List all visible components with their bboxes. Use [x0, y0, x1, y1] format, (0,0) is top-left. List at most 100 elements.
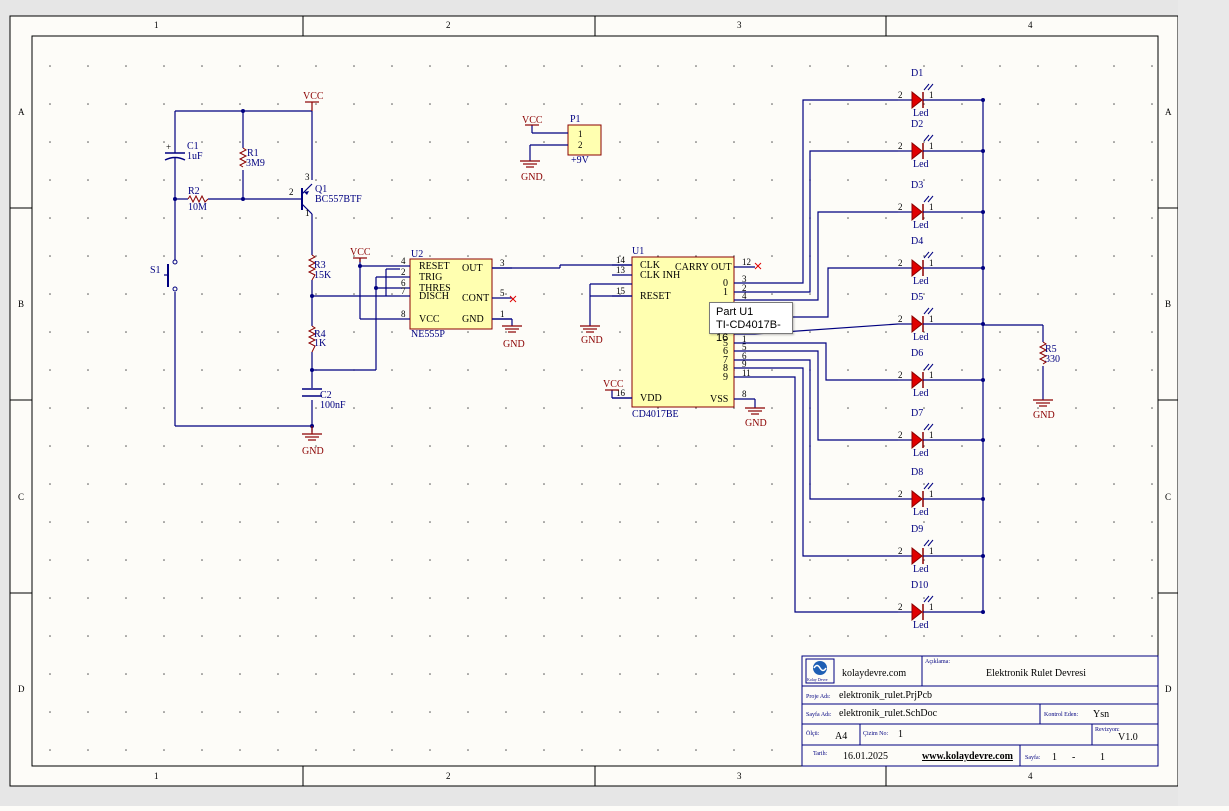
sheet-inner-border	[31, 35, 1159, 767]
led-pin-cathode: 1	[929, 489, 934, 499]
vcc-symbol-p1[interactable]: VCC	[522, 115, 543, 126]
gnd-symbol-r5[interactable]: GND	[1033, 399, 1055, 421]
led-wire	[755, 211, 898, 301]
u1-pin-number: 14	[616, 255, 626, 265]
svg-text:1K: 1K	[314, 338, 327, 349]
u1-pin-number: 13	[616, 265, 626, 275]
gnd-symbol-left[interactable]: GND	[302, 426, 324, 457]
vcc-symbol-u1[interactable]: VCC	[603, 379, 624, 391]
resistor-r4[interactable]: R4 1K	[307, 325, 327, 353]
svg-text:S1: S1	[150, 265, 161, 276]
svg-text:Elektronik Rulet Devresi: Elektronik Rulet Devresi	[986, 668, 1086, 679]
wires-left	[174, 110, 400, 432]
svg-text:1: 1	[1100, 752, 1105, 763]
led-light-rays	[923, 83, 934, 91]
led-pin-cathode: 1	[929, 141, 934, 151]
led-wire	[755, 350, 898, 441]
svg-text:Kolay Devre: Kolay Devre	[807, 677, 828, 682]
capacitor-c1[interactable]: + C1 1uF	[164, 140, 203, 170]
svg-text:3: 3	[305, 172, 310, 182]
vcc-symbol-u2[interactable]: VCC	[350, 247, 371, 262]
zone-row-left: B	[18, 299, 24, 309]
led-value: Led	[913, 564, 929, 575]
zone-row-left: A	[18, 107, 25, 117]
u1-out-pin-number: 2	[742, 283, 747, 293]
svg-text:VSS: VSS	[710, 394, 728, 405]
title-block: Kolay Devre kolaydevre.com Açıklama: Ele…	[801, 655, 1159, 767]
svg-text:10M: 10M	[188, 202, 207, 213]
vcc-symbol-top[interactable]: VCC	[303, 91, 324, 111]
led-light-rays	[923, 363, 934, 371]
u1-pin-name: CLK	[640, 260, 661, 271]
led-pin-anode: 2	[898, 546, 903, 556]
led-value: Led	[913, 332, 929, 343]
svg-text:GND: GND	[745, 418, 767, 429]
switch-s1[interactable]: S1	[150, 259, 178, 292]
resistor-r3[interactable]: R3 15K	[307, 254, 332, 281]
led-light-rays	[923, 307, 934, 315]
svg-text:1: 1	[1052, 752, 1057, 763]
wires-u1-left	[589, 283, 632, 399]
svg-text:GND: GND	[521, 172, 543, 183]
led-pin-cathode: 1	[929, 546, 934, 556]
resistor-r2[interactable]: R2 10M	[187, 186, 209, 213]
svg-text:15K: 15K	[314, 270, 332, 281]
svg-text:www.kolaydevre.com: www.kolaydevre.com	[922, 751, 1014, 762]
led-value: Led	[913, 620, 929, 631]
led-pin-anode: 2	[898, 602, 903, 612]
u2-pin-name: OUT	[462, 263, 483, 274]
led-value: Led	[913, 108, 929, 119]
u1-out-pin-name: 7	[723, 355, 728, 366]
kolaydevre-logo: Kolay Devre	[805, 658, 835, 684]
led-body	[911, 258, 923, 278]
zone-row-right: D	[1165, 684, 1172, 694]
led-body	[911, 90, 923, 110]
zone-col-bottom: 3	[737, 771, 742, 781]
u2-pin-number: 5	[500, 288, 505, 298]
capacitor-c2[interactable]: C2 100nF	[302, 388, 346, 411]
gnd-symbol-p1[interactable]: GND	[520, 160, 543, 183]
led-pin-cathode: 1	[929, 430, 934, 440]
connector-p1[interactable]: P1 1 2 +9V	[529, 114, 602, 166]
svg-text:Açıklama:: Açıklama:	[925, 659, 950, 665]
svg-text:Ölçü:: Ölçü:	[806, 730, 820, 737]
led-ref: D1	[911, 68, 923, 79]
svg-text:Sayfa Adı:: Sayfa Adı:	[806, 711, 832, 718]
resistor-r1[interactable]: R1 3M9	[238, 147, 265, 169]
led-pin-anode: 2	[898, 202, 903, 212]
svg-text:3M9: 3M9	[246, 158, 265, 169]
led-body	[911, 370, 923, 390]
tooltip-line-1: Part U1	[716, 306, 754, 318]
led-pin-cathode: 1	[929, 370, 934, 380]
svg-text:Q1: Q1	[315, 184, 327, 195]
led-pin-cathode: 1	[929, 602, 934, 612]
zone-col-bottom: 2	[446, 771, 451, 781]
svg-text:V1.0: V1.0	[1118, 732, 1138, 743]
u1-pin-name: VDD	[640, 393, 662, 404]
gnd-symbol-u1-vss[interactable]: GND	[745, 407, 767, 429]
led-pin-cathode: 1	[929, 258, 934, 268]
u1-out-pin-name: 9	[723, 372, 728, 383]
svg-text:VCC: VCC	[522, 115, 543, 126]
led-ref: D9	[911, 524, 923, 535]
zone-col-top: 1	[154, 20, 159, 30]
led-body	[911, 314, 923, 334]
resistor-r5[interactable]: R5 330	[1038, 341, 1060, 365]
part-tooltip: Part U1 TI-CD4017B-16	[709, 302, 793, 344]
led-value: Led	[913, 276, 929, 287]
transistor-q1[interactable]: 3 2 1 Q1 BC557BTF	[289, 172, 362, 218]
gnd-symbol-u2[interactable]: GND	[502, 325, 525, 350]
gnd-symbol-u1-reset[interactable]: GND	[580, 325, 603, 346]
